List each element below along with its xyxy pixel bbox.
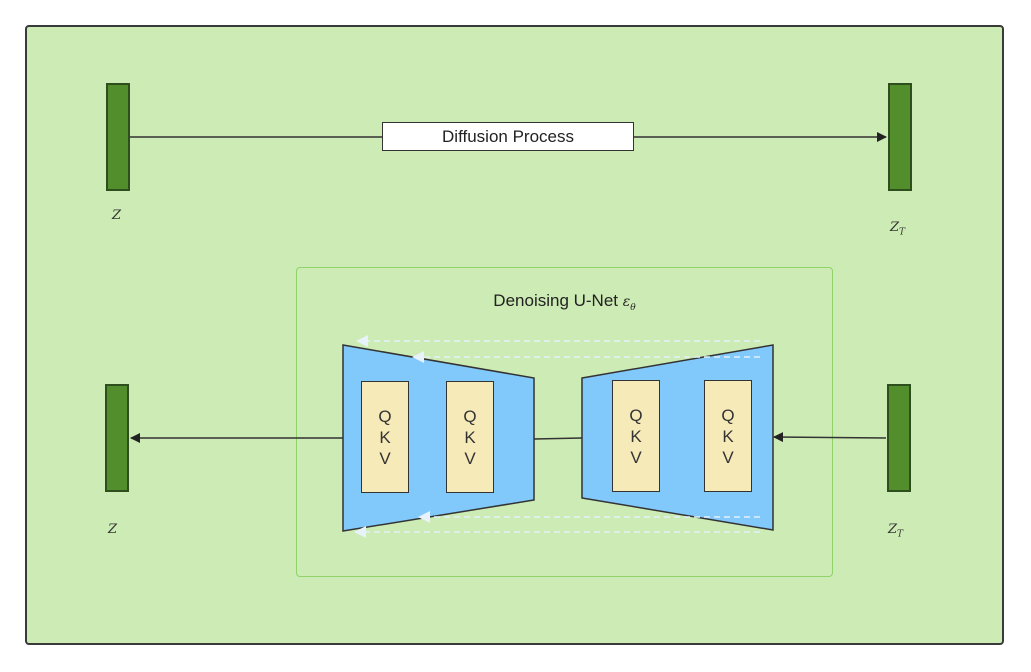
- latent-z-bottom-left: [105, 384, 129, 492]
- q-label: Q: [629, 405, 643, 425]
- qkv-block-1: Q K V: [361, 381, 409, 493]
- unet-bottleneck-line: [533, 437, 583, 440]
- latent-zt-top-right: [888, 83, 912, 191]
- qkv-block-3: Q K V: [612, 380, 660, 492]
- v-label: V: [722, 447, 734, 467]
- q-label: Q: [463, 406, 477, 426]
- label-z-bottom: Z: [108, 522, 118, 537]
- k-label: K: [630, 426, 642, 446]
- label-z-top: Z: [112, 208, 122, 223]
- unet-title: Denoising U-Net εθ: [296, 291, 833, 313]
- label-zt-top: ZT: [890, 220, 906, 238]
- unet-epsilon-symbol: εθ: [622, 294, 636, 313]
- latent-zt-bottom-right: [887, 384, 911, 492]
- v-label: V: [464, 448, 476, 468]
- unet-title-text: Denoising U-Net: [493, 291, 619, 310]
- latent-z-top-left: [106, 83, 130, 191]
- qkv-block-2: Q K V: [446, 381, 494, 493]
- diffusion-process-box: Diffusion Process: [382, 122, 634, 151]
- input-arrow: [773, 432, 887, 443]
- q-label: Q: [721, 405, 735, 425]
- diffusion-process-label: Diffusion Process: [442, 126, 574, 146]
- v-label: V: [379, 448, 391, 468]
- k-label: K: [464, 427, 476, 447]
- k-label: K: [379, 427, 391, 447]
- v-label: V: [630, 447, 642, 467]
- q-label: Q: [378, 406, 392, 426]
- unet-container: [296, 267, 833, 577]
- label-zt-bottom: ZT: [888, 522, 904, 540]
- k-label: K: [722, 426, 734, 446]
- qkv-block-4: Q K V: [704, 380, 752, 492]
